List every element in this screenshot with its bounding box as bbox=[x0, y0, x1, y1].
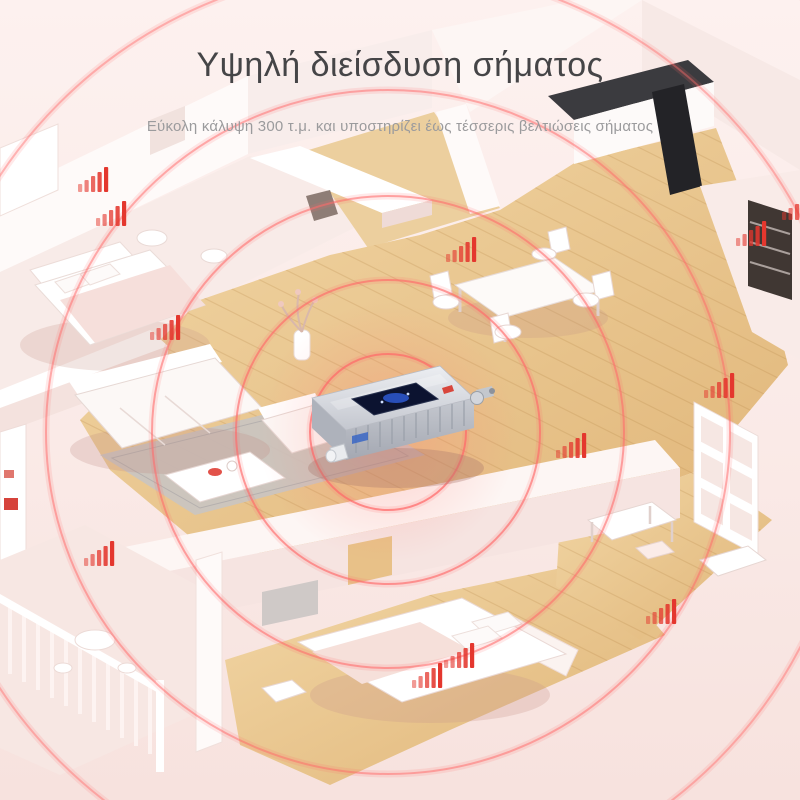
kitchen-counter bbox=[548, 60, 714, 120]
signal-strength-icon bbox=[736, 221, 767, 246]
signal-strength-icon bbox=[556, 433, 587, 458]
signal-strength-icon bbox=[78, 167, 109, 192]
study-area bbox=[586, 501, 768, 577]
sofa-back bbox=[68, 344, 222, 398]
bed-top-left bbox=[20, 229, 228, 371]
red-box bbox=[4, 498, 18, 510]
kitchen bbox=[548, 60, 714, 195]
side-stool bbox=[136, 229, 168, 247]
repeater-device bbox=[308, 365, 495, 488]
back-walls bbox=[0, 0, 800, 274]
side-table bbox=[698, 545, 768, 577]
chair bbox=[432, 294, 460, 310]
balcony-stool bbox=[53, 662, 73, 674]
blue-label bbox=[352, 432, 368, 444]
signal-strength-icon bbox=[444, 643, 475, 668]
bed-bottom bbox=[261, 597, 579, 723]
blanket bbox=[312, 622, 470, 684]
signal-strength-icon bbox=[84, 541, 115, 566]
desk-chair bbox=[634, 540, 676, 560]
signal-ring bbox=[45, 89, 731, 775]
nightstand bbox=[261, 679, 307, 703]
signal-strength-icon bbox=[96, 201, 127, 226]
signal-strength-icon bbox=[646, 599, 677, 624]
pillar bbox=[195, 551, 223, 753]
right-wall bbox=[700, 170, 800, 360]
red-label bbox=[442, 385, 454, 394]
signal-strength-icon bbox=[412, 663, 443, 688]
balcony-table bbox=[74, 629, 116, 651]
signal-strength-icon bbox=[150, 315, 181, 340]
signal-ring bbox=[309, 353, 467, 511]
signal-strength-icon bbox=[782, 204, 800, 220]
side-stool bbox=[200, 248, 228, 264]
signal-bars-layer bbox=[78, 167, 800, 688]
balcony-stool bbox=[117, 662, 137, 674]
subheadline: Εύκολη κάλυψη 300 τ.μ. και υποστηρίζει έ… bbox=[146, 118, 654, 135]
chair bbox=[572, 292, 600, 308]
red-bowl bbox=[208, 468, 222, 476]
tv-screen bbox=[262, 580, 318, 626]
fridge bbox=[652, 84, 702, 195]
headline: Υψηλή διείσδυση σήματος bbox=[196, 46, 604, 84]
balcony bbox=[0, 525, 223, 775]
signal-ring bbox=[235, 279, 541, 585]
teapot bbox=[226, 460, 238, 472]
desk bbox=[586, 501, 678, 541]
signal-ring bbox=[151, 195, 625, 669]
red-box bbox=[4, 470, 14, 478]
signal-strength-icon bbox=[446, 237, 477, 262]
signal-strength-icon bbox=[704, 373, 735, 398]
